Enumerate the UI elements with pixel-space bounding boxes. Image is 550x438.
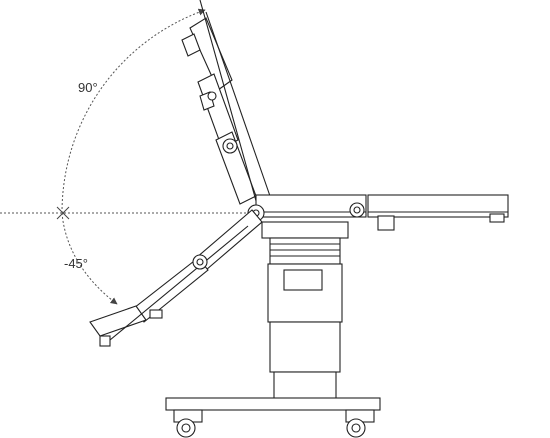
arc-90-degrees [61,8,206,214]
angle-label-90: 90° [78,80,98,95]
table-column [261,221,349,401]
back-section-raised [181,0,271,209]
pivot-cross-mark [56,206,70,220]
table-base [165,397,381,438]
arc-minus-45-degrees [61,212,118,305]
leg-section-lowered [89,209,263,347]
angle-label-minus-45: -45° [64,256,88,271]
